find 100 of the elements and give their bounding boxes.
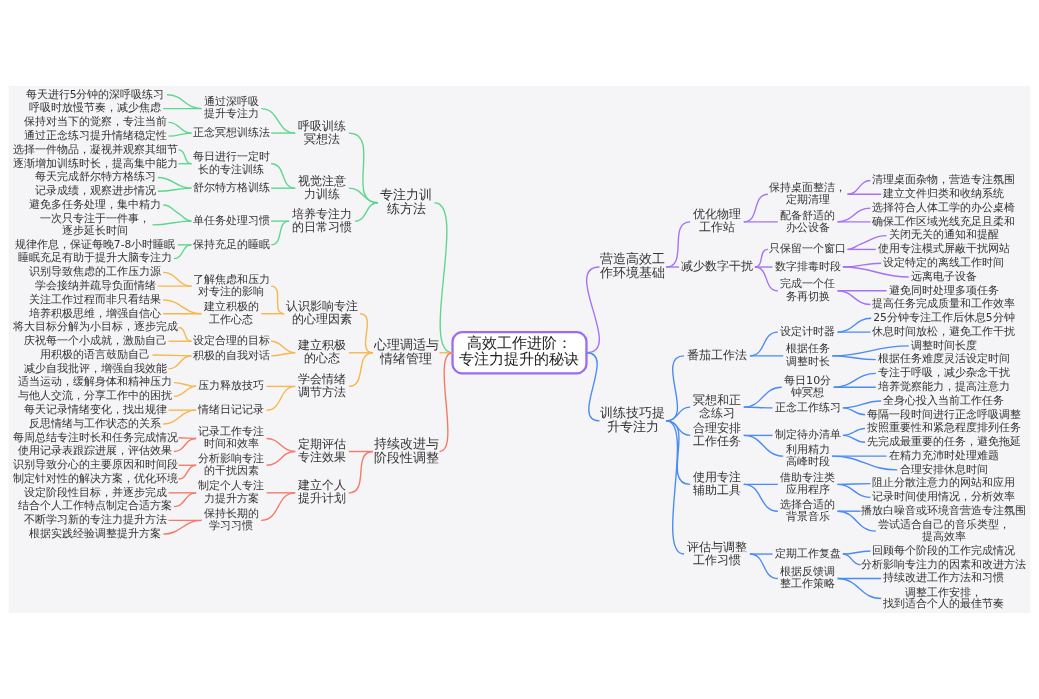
connector (831, 355, 877, 361)
node-text: 呼吸时放慢节奏，减少焦虑 (29, 101, 162, 115)
node-text: 学会接纳并疏导负面情绪 (34, 278, 156, 292)
node-text: 定期工作复盘 (774, 546, 841, 560)
connector (846, 248, 877, 251)
node-text: 关闭无关的通知和提醒 (888, 228, 999, 242)
connector (167, 121, 193, 134)
connector (842, 407, 866, 416)
node-text: 正念工作练习 (774, 400, 841, 414)
connector (833, 372, 877, 388)
connector (836, 290, 872, 306)
connector (167, 409, 197, 411)
node-text: 记录时间使用情况，分析效率 (872, 490, 1016, 504)
node-text: 结合个人工作特点制定合适方案 (18, 499, 173, 513)
node-text: 一次只专注于一件事，逐步延长时间 (40, 212, 151, 237)
node-text: 保持桌面整洁，定期清理 (769, 180, 847, 207)
node-text: 设定合理的目标 (192, 334, 270, 348)
node-text: 反思情绪与工作状态的关系 (29, 416, 162, 430)
node-text: 每周总结专注时长和任务完成情况 (12, 430, 178, 444)
node-text: 舒尔特方格训练 (192, 180, 270, 194)
node-text: 每天完成舒尔特方格练习 (34, 170, 156, 184)
node-text: 配备舒适的办公设备 (780, 208, 836, 234)
node-text: 培养专注力的日常习惯 (292, 206, 353, 234)
node-text: 使用专注模式屏蔽干扰网站 (877, 242, 1010, 256)
node-text: 呼吸训练冥想法 (298, 118, 347, 146)
node-text: 提高任务完成质量和工作效率 (872, 297, 1016, 311)
connector (270, 220, 290, 222)
connector (162, 107, 203, 110)
node-text: 清理桌面杂物，营造专注氛围 (872, 173, 1016, 187)
connector (585, 352, 601, 422)
node-text: 认识影响专注的心理因素 (286, 299, 359, 327)
connector (162, 204, 193, 222)
node-text: 培养积极思维，增强自信心 (29, 306, 162, 320)
node-text: 调整工作安排，找到适合个人的最佳节奏 (883, 585, 1005, 611)
node-text: 建立积极的心态 (298, 338, 347, 366)
connector (265, 437, 296, 453)
node-text: 优化物理工作站 (692, 207, 741, 235)
connector (665, 221, 691, 268)
node-text: 评估与调整工作习惯 (686, 539, 747, 567)
node-text: 完成一个任务再切换 (780, 277, 836, 303)
connector (177, 326, 193, 342)
connector (265, 450, 296, 466)
node-text: 识别导致分心的主要原因和时间段 (12, 458, 178, 472)
node-text: 营造高效工作环境基础 (600, 251, 666, 281)
node-text: 只保留一个窗口 (769, 242, 847, 256)
connector (260, 313, 285, 315)
node-text: 设定计时器 (780, 324, 836, 338)
connector (173, 244, 193, 260)
node-text: 逐渐增加训练时长，提高集中能力 (12, 156, 178, 170)
node-text: 制定针对性的解决方案，优化环境 (12, 471, 178, 485)
connector (167, 492, 197, 494)
connector (270, 132, 296, 134)
node-text: 按照重要性和紧急程度排列任务 (866, 421, 1021, 435)
connector (260, 107, 296, 134)
connector (270, 352, 296, 357)
node-text: 调整时间长度 (910, 338, 977, 352)
connector (836, 577, 882, 600)
connector (265, 385, 296, 411)
node-text: 先完成最重要的任务，避免拖延 (866, 435, 1021, 449)
node-text: 番茄工作法 (686, 347, 747, 362)
node-text: 远离电子设备 (910, 269, 977, 283)
node-text: 选择符合人体工学的办公桌椅 (872, 200, 1016, 214)
node-text: 正念冥想训练法 (192, 125, 270, 139)
node-text: 将大目标分解为小目标，逐步完成 (12, 320, 178, 334)
connector (831, 455, 898, 471)
connector (260, 492, 296, 522)
node-text: 合理安排休息时间 (899, 462, 988, 476)
connector (846, 179, 872, 195)
node-text: 保持充足的睡眠 (192, 237, 270, 251)
node-text: 训练技巧提升专注力 (600, 405, 666, 434)
connector (842, 434, 866, 443)
node-text: 适当运动，缓解身体和精神压力 (18, 375, 173, 389)
node-text: 睡眠充足有助于提升大脑专注力 (18, 251, 173, 265)
connector (348, 352, 374, 388)
node-text: 每日10分钟冥想 (784, 373, 832, 400)
node-text: 专注于呼吸，减少杂念干扰 (877, 366, 1010, 380)
connector (836, 331, 872, 333)
node-text: 专注力训练方法 (380, 187, 433, 216)
connector (167, 132, 193, 137)
node-text: 保持长期的学习习惯 (203, 507, 259, 533)
connector (665, 420, 685, 555)
connector (842, 427, 866, 437)
connector (167, 340, 193, 342)
node-text: 利用精力高峰时段 (785, 442, 830, 468)
node-text: 全身心投入当前工作任务 (883, 393, 1005, 407)
node-text: 记录工作专注时间和效率 (198, 425, 265, 451)
node-text: 记录成绩，观察进步情况 (34, 184, 156, 198)
node-text: 培养觉察能力，提高注意力 (877, 380, 1010, 394)
connector (754, 266, 779, 292)
connector (157, 176, 193, 189)
node-text: 识别导致焦虑的工作压力源 (29, 265, 162, 279)
node-text: 根据任务难度灵活设定时间 (877, 352, 1010, 366)
connector (836, 510, 877, 532)
connector (173, 385, 197, 398)
connector (348, 450, 374, 494)
node-text: 使用专注辅助工具 (692, 469, 741, 497)
node-text: 根据任务调整时长 (785, 342, 830, 368)
node-text: 根据实践经验调整提升方案 (29, 526, 162, 540)
node-text: 关注工作过程而非只看结果 (29, 292, 162, 306)
connector (836, 221, 872, 223)
